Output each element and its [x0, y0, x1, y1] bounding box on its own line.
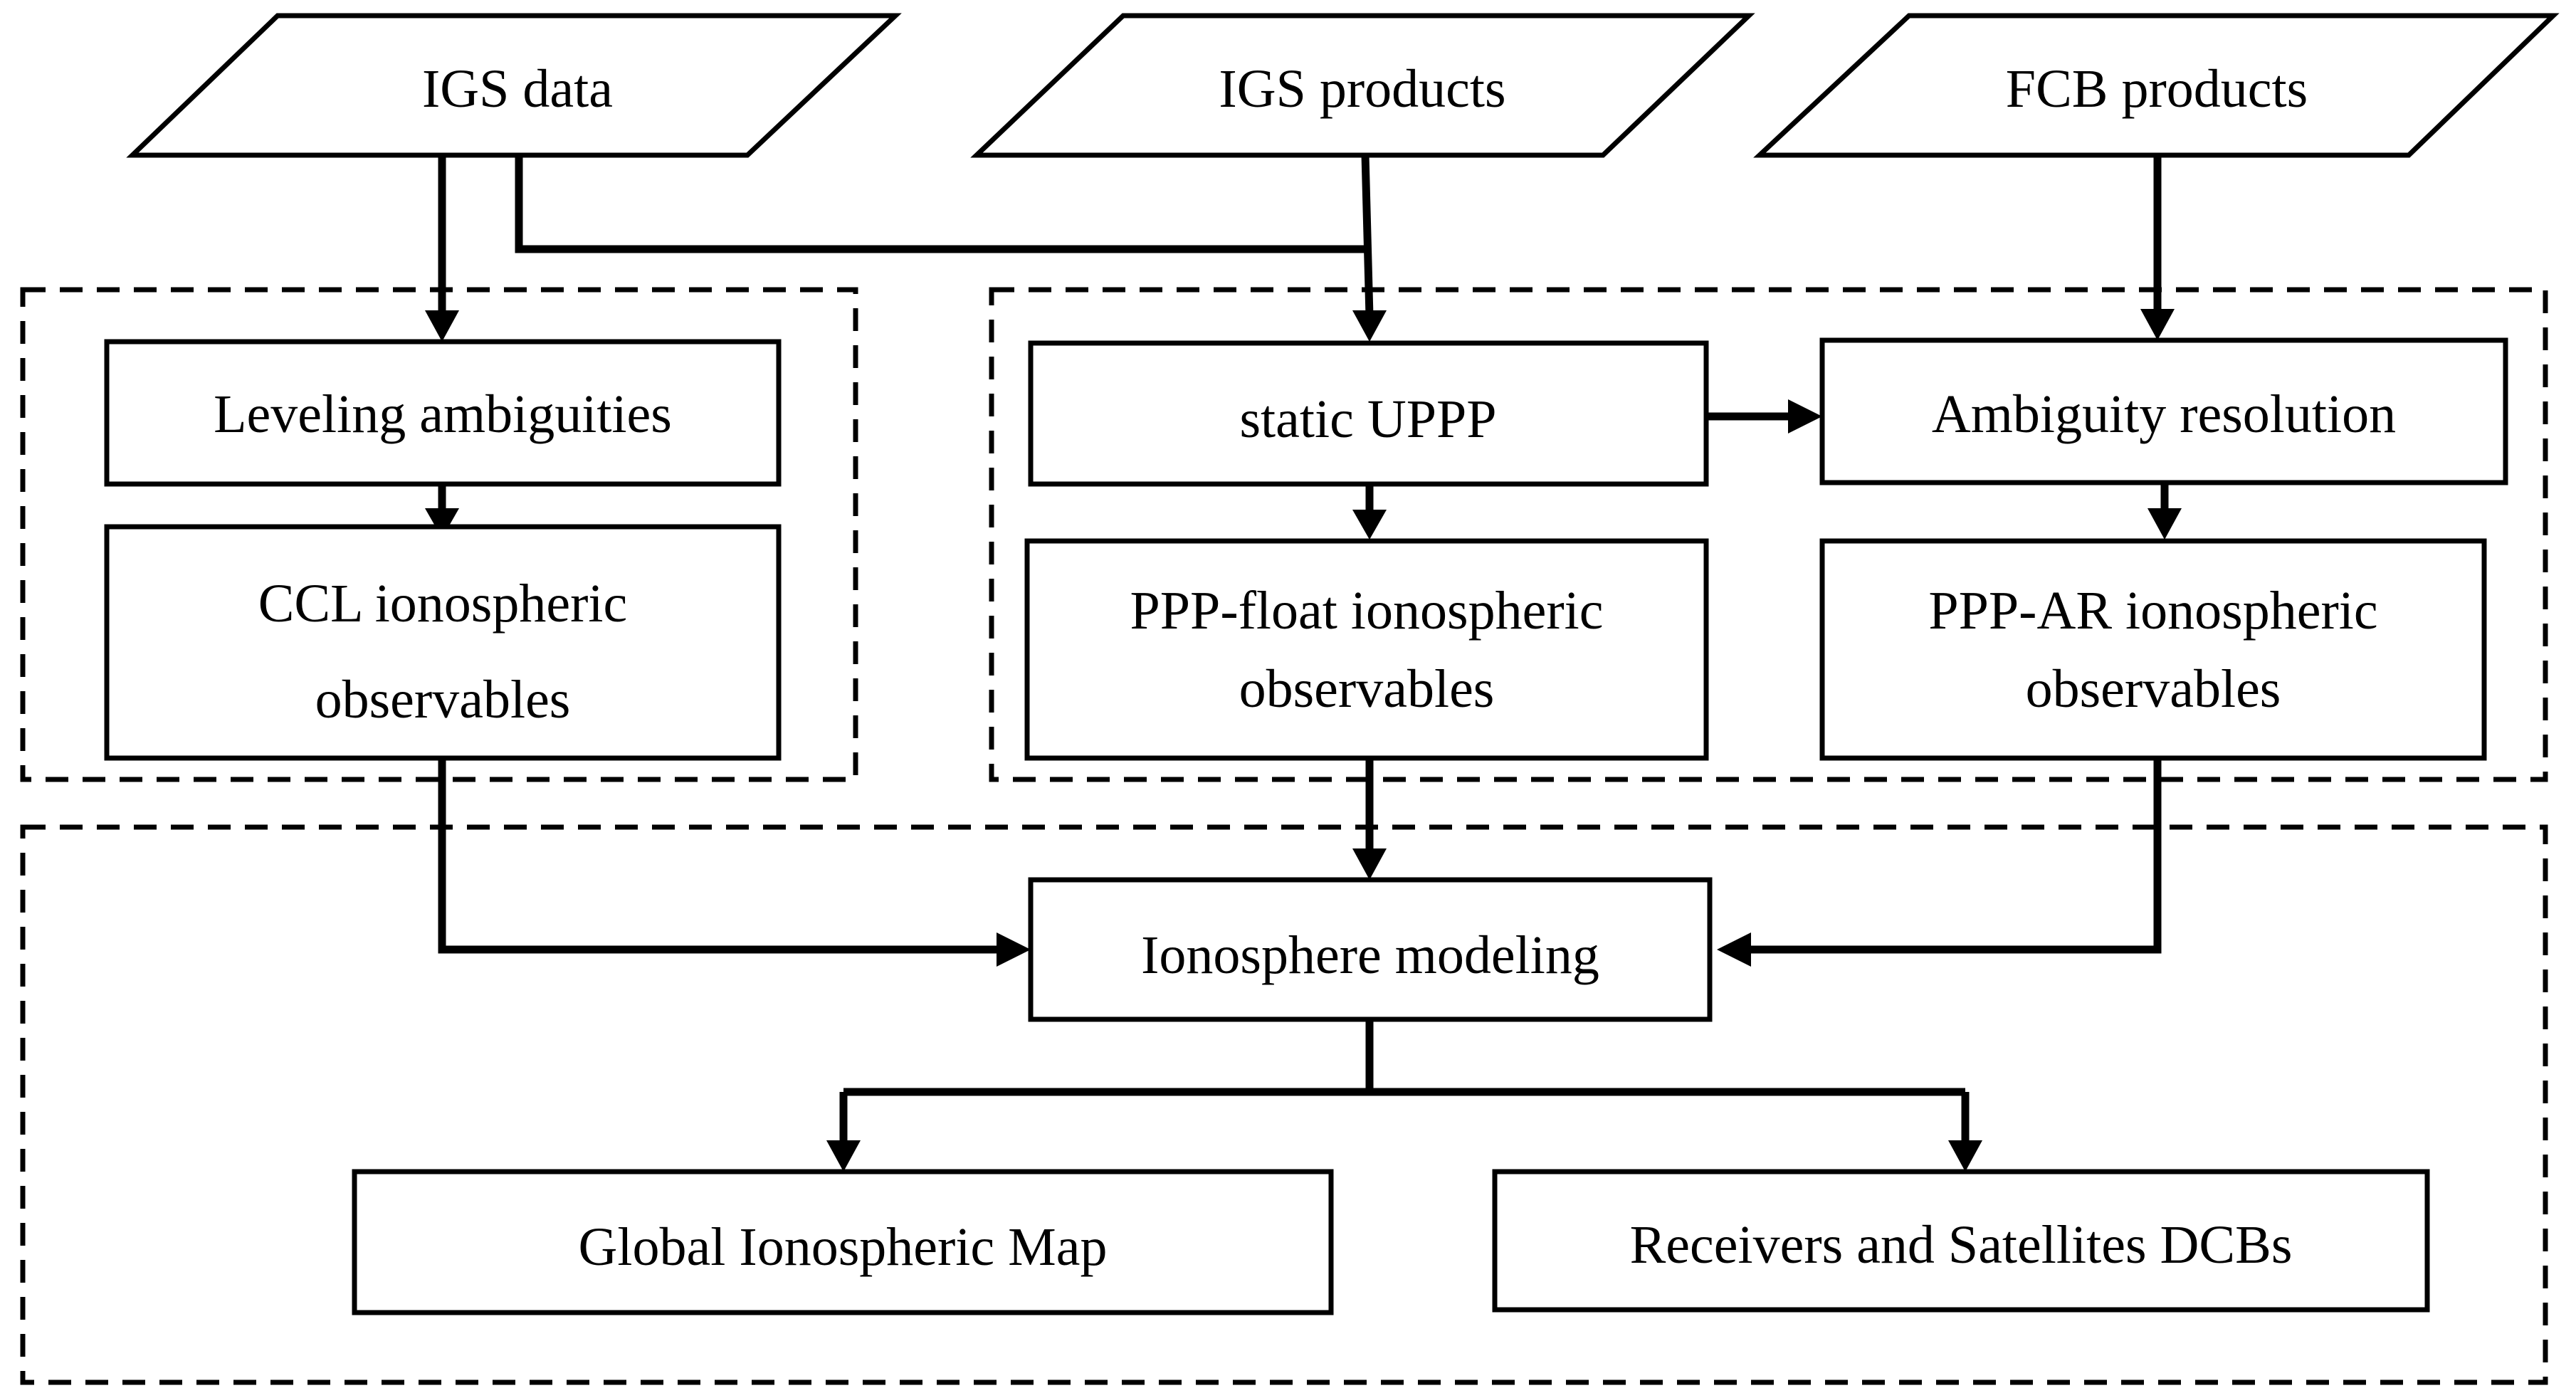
box-leveling-ambiguities: Leveling ambiguities — [104, 339, 782, 487]
box-shape — [1024, 538, 1709, 761]
input-igs-products-label: IGS products — [1219, 59, 1505, 119]
arrowhead-ccl — [425, 508, 459, 538]
box-shape — [104, 524, 782, 761]
arrowhead-modeling-left — [997, 932, 1031, 967]
group-ionosphere-products — [20, 824, 2548, 1385]
ionosphere-modeling-label: Ionosphere modeling — [1141, 925, 1599, 985]
input-fcb-products: FCB products — [1753, 13, 2560, 158]
arrowhead-uppp — [1352, 310, 1387, 342]
arrowhead-gim — [826, 1140, 861, 1172]
arrowhead-ppp-float — [1352, 510, 1387, 540]
edge-igs-products-to-uppp — [1361, 154, 1374, 317]
box-shape — [1819, 538, 2487, 761]
box-global-ionospheric-map: Global Ionospheric Map — [352, 1169, 1334, 1315]
edge-ccl-to-modeling — [438, 758, 1002, 954]
box-ionosphere-modeling: Ionosphere modeling — [1028, 877, 1713, 1022]
arrowhead-ppp-ar — [2147, 508, 2182, 540]
box-shape — [1819, 337, 2508, 485]
parallelogram-shape — [1753, 13, 2560, 158]
group-ppp-processing — [989, 287, 2548, 782]
ppp-float-observables-line-2: observables — [1239, 659, 1495, 719]
arrowhead-modeling-right — [1717, 932, 1751, 967]
ppp-float-observables-label-2: observables — [1239, 659, 1495, 719]
arrowhead-ambiguity-resolution — [2140, 309, 2175, 340]
box-shape — [352, 1169, 1334, 1315]
edge-ppp-ar-to-modeling — [1745, 758, 2162, 954]
ccl-observables-label-2: observables — [315, 670, 571, 730]
ppp-ar-observables-label: PPP-AR ionospheric — [1928, 581, 2377, 641]
global-ionospheric-map-label: Global Ionospheric Map — [579, 1217, 1108, 1277]
input-fcb-products-label: FCB products — [2006, 59, 2308, 119]
ppp-ar-observables-line-2: observables — [2026, 659, 2281, 719]
box-shape — [1028, 340, 1709, 487]
edge-modeling-to-outputs — [843, 1019, 1965, 1096]
box-shape — [1492, 1169, 2430, 1313]
ambiguity-resolution-label: Ambiguity resolution — [1932, 384, 2396, 444]
ccl-observables-line-1: CCL ionospheric — [258, 574, 628, 634]
ppp-ar-observables-line-1: PPP-AR ionospheric — [1928, 581, 2377, 641]
ccl-observables-label: CCL ionospheric — [258, 574, 628, 634]
arrowhead-modeling-top — [1352, 848, 1387, 880]
box-ambiguity-resolution: Ambiguity resolution — [1819, 337, 2508, 485]
box-shape — [1028, 877, 1713, 1022]
ppp-float-observables-label: PPP-float ionospheric — [1130, 581, 1604, 641]
box-ccl-observables: CCL ionospheric observables — [104, 524, 782, 761]
leveling-ambiguities-label: Leveling ambiguities — [214, 384, 672, 444]
ccl-observables-line-2: observables — [315, 670, 571, 730]
arrowhead-dcbs — [1948, 1140, 1982, 1172]
parallelogram-shape — [126, 13, 902, 158]
receivers-satellites-dcbs-label: Receivers and Satellites DCBs — [1630, 1215, 2293, 1275]
parallelogram-shape — [970, 13, 1755, 158]
box-receivers-satellites-dcbs: Receivers and Satellites DCBs — [1492, 1169, 2430, 1313]
static-uppp-label: static UPPP — [1239, 389, 1496, 449]
edge-igs-data-to-uppp — [515, 155, 1370, 253]
box-ppp-float-observables: PPP-float ionospheric observables — [1024, 538, 1709, 761]
input-igs-data-label: IGS data — [422, 59, 613, 119]
box-static-uppp: static UPPP — [1028, 340, 1709, 487]
input-igs-data: IGS data — [126, 13, 902, 158]
input-igs-products: IGS products — [970, 13, 1755, 158]
arrowhead-uppp-to-ar — [1788, 399, 1822, 433]
ppp-ar-observables-label-2: observables — [2026, 659, 2281, 719]
ppp-float-observables-line-1: PPP-float ionospheric — [1130, 581, 1604, 641]
box-shape — [104, 339, 782, 487]
arrowhead-leveling — [425, 310, 459, 342]
edges — [425, 154, 2182, 1172]
box-ppp-ar-observables: PPP-AR ionospheric observables — [1819, 538, 2487, 761]
